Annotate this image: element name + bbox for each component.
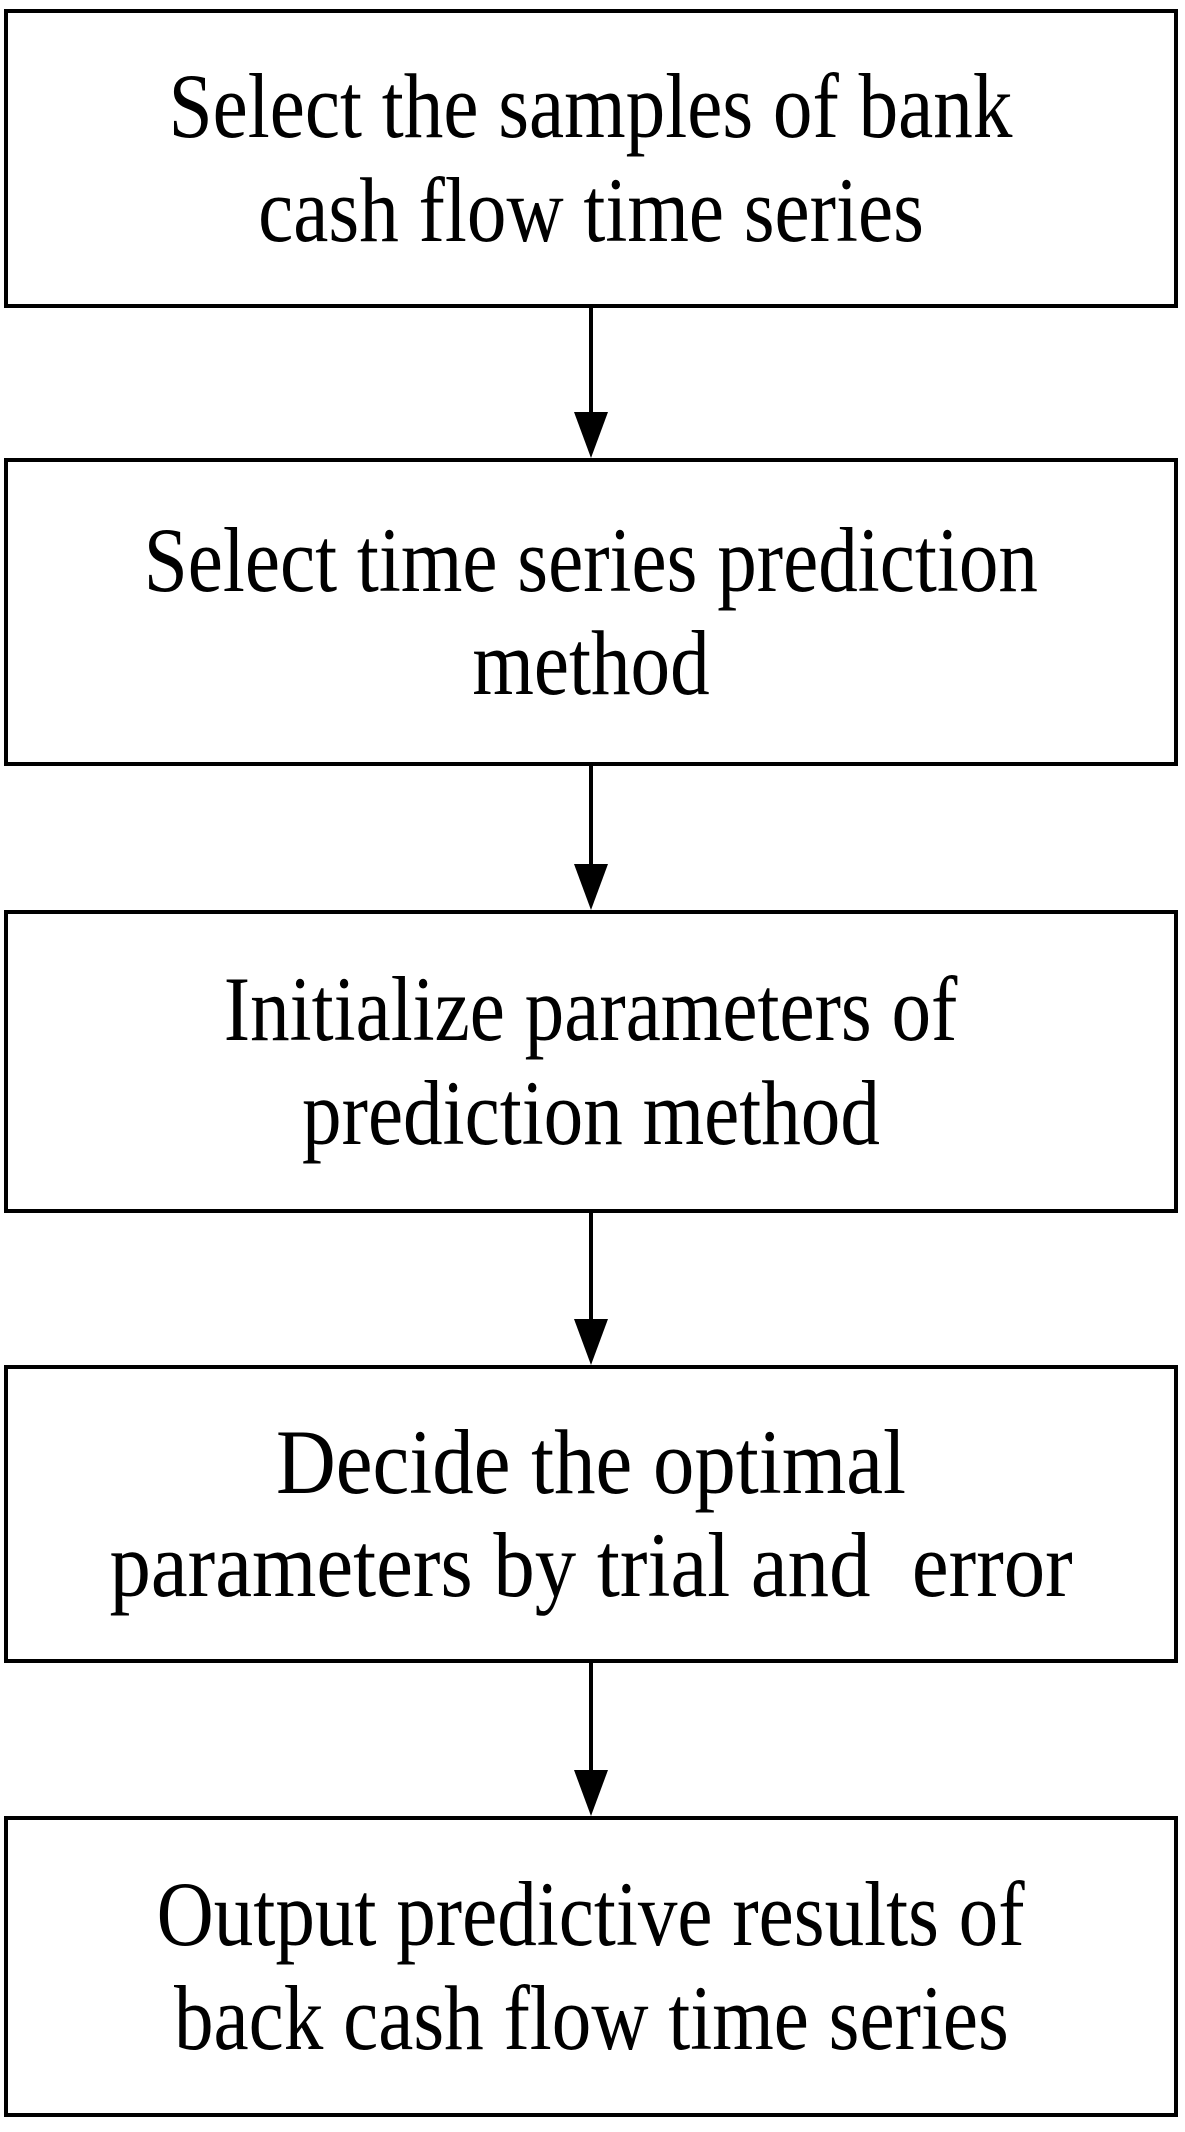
node-text-line: back cash flow time series <box>173 1966 1009 2069</box>
node-text-line: prediction method <box>302 1061 880 1164</box>
node-text-line: Decide the optimal <box>275 1410 906 1513</box>
arrow-shaft <box>589 1663 593 1770</box>
flowchart-node-decide-optimal-parameters[interactable]: Decide the optimal parameters by trial a… <box>4 1365 1178 1663</box>
node-text-line: method <box>472 612 710 714</box>
flowchart-arrow-4 <box>0 1663 1185 1816</box>
flowchart-arrow-3 <box>0 1213 1185 1365</box>
flowchart-arrow-2 <box>0 766 1185 910</box>
arrow-shaft <box>589 308 593 412</box>
node-text-line: cash flow time series <box>258 158 924 261</box>
node-text-line: Output predictive results of <box>157 1863 1025 1966</box>
flowchart-node-initialize-parameters[interactable]: Initialize parameters of prediction meth… <box>4 910 1178 1213</box>
flowchart-node-select-method[interactable]: Select time series prediction method <box>4 458 1178 766</box>
arrow-shaft <box>589 766 593 864</box>
arrow-head-icon <box>574 864 608 910</box>
node-text-line: Select time series prediction <box>143 508 1039 611</box>
flowchart-node-select-samples[interactable]: Select the samples of bank cash flow tim… <box>4 9 1178 308</box>
arrow-head-icon <box>574 412 608 458</box>
node-text-line: Select the samples of bank <box>169 55 1013 158</box>
arrow-shaft <box>589 1213 593 1319</box>
arrow-head-icon <box>574 1319 608 1365</box>
node-text-line: parameters by trial and error <box>109 1514 1073 1616</box>
node-text-line: Initialize parameters of <box>224 958 958 1061</box>
arrow-head-icon <box>574 1770 608 1816</box>
flowchart-arrow-1 <box>0 308 1185 458</box>
flowchart-node-output-results[interactable]: Output predictive results of back cash f… <box>4 1816 1178 2117</box>
